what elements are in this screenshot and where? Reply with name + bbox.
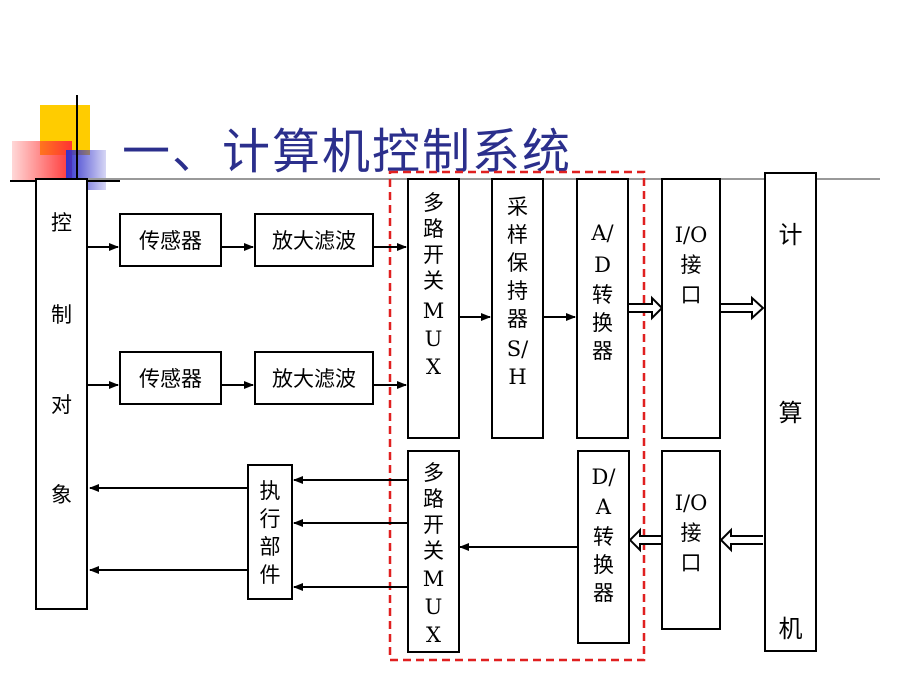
amp-filter-block-1: 放大滤波: [254, 213, 374, 267]
da-char: A: [595, 495, 612, 519]
amp-filter-block-2: 放大滤波: [254, 351, 374, 405]
actuator-char: 部: [259, 535, 281, 559]
sensor-label: 传感器: [139, 367, 202, 391]
title-underline: [60, 178, 880, 180]
sensor-block-2: 传感器: [119, 351, 222, 405]
deco-logo: [10, 95, 120, 205]
ad-char: 器: [592, 339, 613, 363]
dashed-boundary: [388, 170, 646, 662]
sh-char: 保: [507, 251, 528, 275]
computer-block: 计 算 机: [764, 172, 817, 652]
io-char: 接: [680, 253, 702, 277]
mux-char: M: [422, 299, 445, 323]
da-char: 转: [593, 525, 614, 549]
actuator-char: 件: [259, 563, 281, 587]
da-char: D/: [591, 465, 616, 489]
sh-char: 器: [507, 307, 528, 331]
mux-char: 开: [423, 513, 444, 537]
io-char: 口: [680, 283, 702, 307]
sh-char: S/: [506, 337, 529, 361]
mux-char: 开: [423, 243, 444, 267]
mux-char: U: [424, 595, 443, 619]
double-arrow-ad-to-io: [629, 295, 664, 321]
io-interface-input-block: I/O 接 口: [661, 178, 721, 439]
deco-vertical-line: [76, 95, 78, 205]
ad-char: 转: [592, 283, 613, 307]
computer-char: 机: [778, 615, 803, 643]
mux-char: X: [426, 623, 441, 647]
control-object-char: 对: [51, 393, 72, 417]
actuator-block: 执 行 部 件: [247, 464, 293, 600]
control-object-char: 象: [51, 483, 72, 507]
computer-char: 计: [778, 221, 803, 249]
ad-char: D: [594, 253, 611, 277]
computer-char: 算: [778, 399, 803, 427]
control-object-block: 控 制 对 象: [35, 178, 88, 610]
io-char: I/O: [674, 491, 708, 515]
mux-char: 多: [423, 461, 444, 485]
actuator-char: 执: [259, 479, 281, 503]
page-title: 一、计算机控制系统: [122, 124, 573, 180]
sh-char: 采: [507, 195, 528, 219]
ad-char: 换: [592, 311, 613, 335]
mux-char: U: [424, 327, 443, 351]
control-object-char: 控: [51, 211, 72, 235]
ad-char: A/: [591, 221, 614, 245]
control-object-char: 制: [51, 303, 72, 327]
deco-red-square: [12, 141, 72, 181]
ad-converter-block: A/ D 转 换 器: [576, 178, 629, 439]
sh-char: 样: [507, 223, 528, 247]
amp-filter-label: 放大滤波: [272, 367, 356, 391]
mux-char: 路: [423, 217, 444, 241]
io-char: 接: [680, 521, 702, 545]
mux-char: M: [422, 567, 445, 591]
sensor-label: 传感器: [139, 229, 202, 253]
da-char: 换: [593, 553, 614, 577]
double-arrow-io-to-da: [628, 527, 661, 553]
mux-input-block: 多 路 开 关 M U X: [407, 178, 460, 439]
mux-char: 多: [423, 191, 444, 215]
io-char: I/O: [674, 223, 708, 247]
double-arrow-io-to-computer: [721, 295, 765, 321]
sample-hold-block: 采 样 保 持 器 S/ H: [491, 178, 544, 439]
mux-char: 路: [423, 487, 444, 511]
double-arrow-computer-to-io: [719, 527, 763, 553]
actuator-char: 行: [259, 507, 281, 531]
da-char: 器: [593, 581, 614, 605]
mux-char: X: [426, 355, 441, 379]
sh-char: 持: [507, 279, 528, 303]
mux-output-block: 多 路 开 关 M U X: [407, 450, 460, 653]
io-char: 口: [680, 551, 702, 575]
sh-char: H: [508, 365, 527, 389]
sensor-block-1: 传感器: [119, 213, 222, 267]
io-interface-output-block: I/O 接 口: [661, 450, 721, 630]
amp-filter-label: 放大滤波: [272, 229, 356, 253]
mux-char: 关: [423, 269, 444, 293]
mux-char: 关: [423, 539, 444, 563]
da-converter-block: D/ A 转 换 器: [577, 450, 630, 644]
